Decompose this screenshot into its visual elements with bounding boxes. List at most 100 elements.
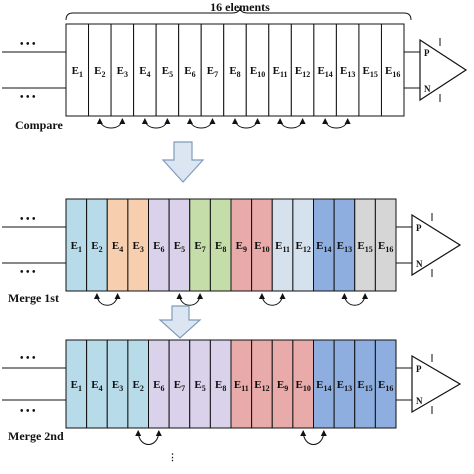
- cell-label: E14: [316, 240, 331, 254]
- dots-top-1: • • •: [20, 39, 36, 50]
- arrowhead-icon: [164, 118, 171, 124]
- arrowhead-icon: [119, 118, 126, 124]
- swap-arrow: [137, 430, 160, 445]
- arrowhead-icon: [209, 118, 216, 124]
- cell-label: E1: [71, 240, 82, 254]
- cell-label: E7: [207, 65, 218, 79]
- cell-label: E15: [357, 379, 372, 393]
- swap-arrow: [189, 118, 213, 129]
- cell-label: E4: [91, 379, 102, 393]
- cell-label: E14: [316, 379, 331, 393]
- cell-label-sub: 1: [79, 70, 83, 79]
- cell-label-name: E: [385, 65, 392, 77]
- element-cell: E1: [65, 23, 90, 117]
- cell-label-sub: 12: [302, 70, 310, 79]
- element-cell: E12: [292, 198, 314, 292]
- cell-label-name: E: [316, 240, 323, 252]
- cell-label-name: E: [337, 379, 344, 391]
- cell-label-sub: 7: [181, 384, 185, 393]
- cell-label-sub: 5: [202, 384, 206, 393]
- element-cell: E13: [333, 339, 356, 429]
- cell-label: E12: [296, 240, 311, 254]
- arrowhead-icon: [300, 430, 307, 436]
- row-label-compare: Compare: [15, 118, 63, 132]
- cell-label-name: E: [234, 379, 241, 391]
- cell-label: E2: [91, 240, 102, 254]
- element-cell: E8: [209, 339, 232, 429]
- cell-label-name: E: [254, 379, 261, 391]
- cell-label-sub: 8: [237, 70, 241, 79]
- dots-top-2: • • •: [20, 214, 36, 225]
- arrowhead-icon: [320, 430, 327, 436]
- cell-label-sub: 8: [222, 384, 226, 393]
- cell-box: [374, 339, 397, 429]
- cell-label: E10: [250, 65, 265, 79]
- element-cell: E12: [251, 339, 273, 429]
- cell-label-name: E: [194, 379, 201, 391]
- cell-label-name: E: [296, 240, 303, 252]
- cell-label-sub: 13: [344, 384, 352, 393]
- cell-label-sub: 10: [262, 245, 270, 254]
- cell-label: E5: [174, 240, 185, 254]
- cell-label: E14: [317, 65, 332, 79]
- element-cell: E11: [268, 23, 292, 117]
- swap-arrow: [279, 118, 304, 129]
- cell-label: E2: [133, 379, 144, 393]
- cell-label-name: E: [153, 379, 160, 391]
- cell-label: E16: [378, 379, 393, 393]
- cell-label: E3: [133, 240, 144, 254]
- cell-label-sub: 16: [392, 70, 400, 79]
- cell-label-name: E: [194, 240, 201, 252]
- cell-label-name: E: [254, 240, 261, 252]
- element-cell: E4: [133, 23, 157, 117]
- element-cell: E9: [230, 198, 253, 292]
- cell-label-name: E: [174, 240, 181, 252]
- element-cell: E1: [65, 198, 88, 292]
- cell-label-name: E: [363, 65, 370, 77]
- cell-label-name: E: [91, 379, 98, 391]
- arrowhead-icon: [341, 293, 348, 299]
- cell-label: E8: [215, 240, 226, 254]
- cell-label-name: E: [71, 240, 78, 252]
- cell-label-name: E: [295, 65, 302, 77]
- swap-arrow: [99, 118, 123, 129]
- cell-label-name: E: [317, 65, 324, 77]
- cell-label-name: E: [117, 65, 124, 77]
- cell-label-sub: 10: [303, 384, 311, 393]
- arrowhead-icon: [232, 118, 238, 124]
- cell-label-name: E: [273, 65, 280, 77]
- cell-label: E11: [234, 379, 249, 393]
- cell-label-sub: 15: [370, 70, 378, 79]
- cell-label: E6: [153, 240, 164, 254]
- cell-label: E5: [194, 379, 205, 393]
- arrowhead-icon: [277, 118, 284, 124]
- cell-label-sub: 5: [169, 70, 173, 79]
- amplifier-body: [419, 38, 468, 102]
- swap-arrow: [324, 118, 349, 129]
- cell-label-sub: 14: [323, 245, 331, 254]
- cell-label-name: E: [277, 379, 284, 391]
- element-cell: E6: [148, 339, 170, 429]
- dots-bottom-2: • • •: [20, 267, 36, 278]
- arrowhead-icon: [258, 293, 265, 299]
- element-cell: E15: [354, 198, 376, 292]
- cell-label: E10: [254, 240, 269, 254]
- element-cell: E2: [127, 339, 149, 429]
- cell-label: E12: [254, 379, 269, 393]
- element-cell: E1: [65, 339, 88, 429]
- amp-p-label: P: [424, 48, 430, 58]
- element-cell: E12: [290, 23, 315, 117]
- cell-label: E10: [296, 379, 311, 393]
- cell-label-sub: 4: [99, 384, 103, 393]
- element-cell: E2: [88, 23, 112, 117]
- element-cell: E3: [127, 198, 149, 292]
- swap-arrow: [302, 430, 325, 445]
- element-cell: E6: [178, 23, 202, 117]
- element-cell: E14: [313, 23, 337, 117]
- cell-label-sub: 10: [257, 70, 265, 79]
- arrowhead-icon: [135, 430, 142, 436]
- arrowhead-icon: [114, 293, 121, 299]
- swap-arrow: [178, 293, 201, 306]
